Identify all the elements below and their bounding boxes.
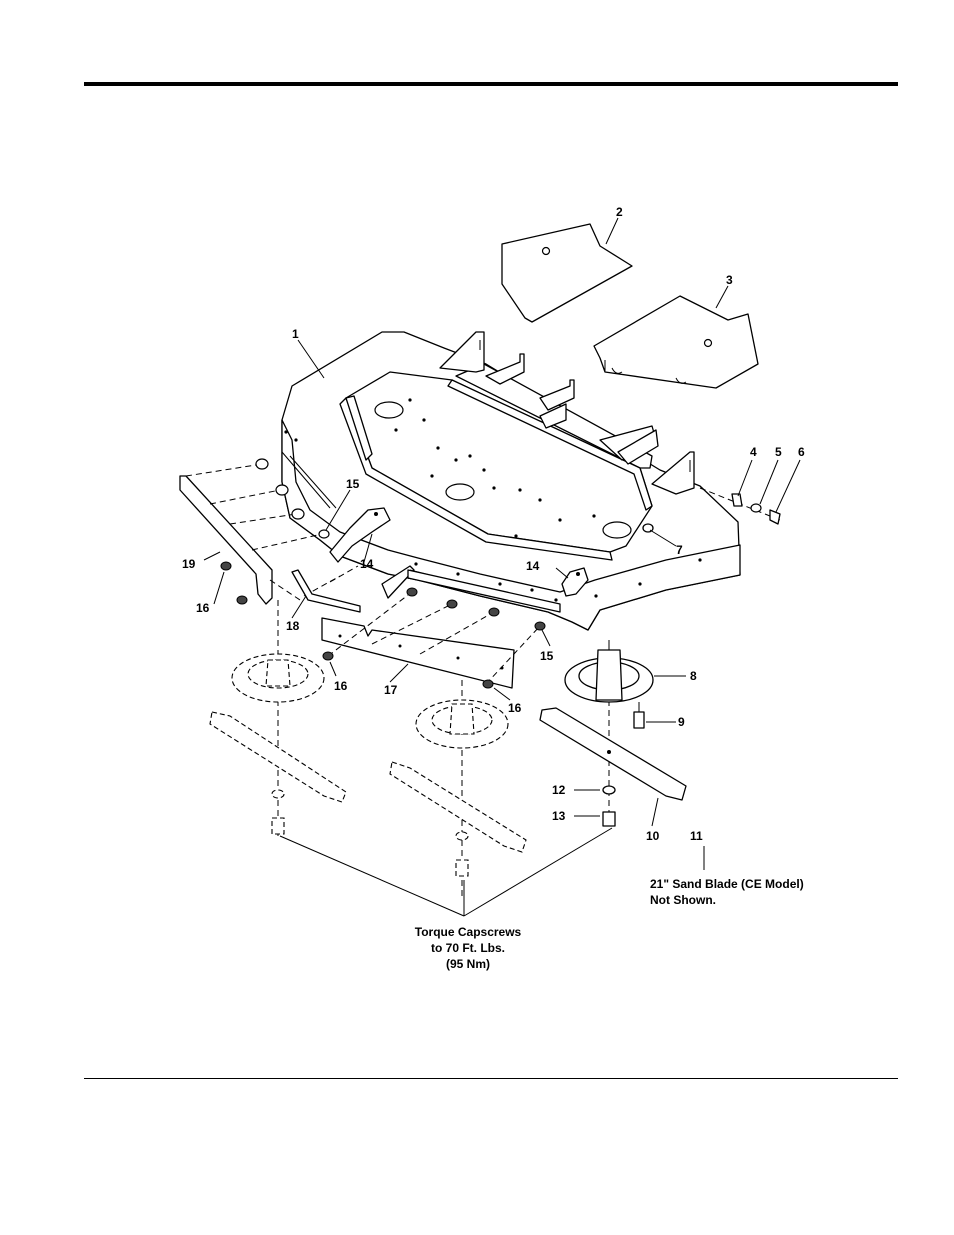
callout-4: 4 [750,445,757,459]
spindle-center-ghost [390,680,526,900]
callout-15-right: 15 [540,649,554,663]
callout-7: 7 [676,543,683,557]
callout-1: 1 [292,327,299,341]
callout-17: 17 [384,683,398,697]
callout-13: 13 [552,809,566,823]
callout-12: 12 [552,783,566,797]
part-9-bolt [634,702,644,728]
part-2-cover-left [502,224,632,322]
callout-16-left: 16 [196,601,210,615]
torque-note-line2: to 70 Ft. Lbs. [431,941,505,955]
notes: 21" Sand Blade (CE Model) Not Shown. Tor… [415,877,804,971]
callout-14-left: 14 [360,557,374,571]
callout-3: 3 [726,273,733,287]
callout-2: 2 [616,205,623,219]
callout-9: 9 [678,715,685,729]
sand-blade-note-line2: Not Shown. [650,893,716,907]
torque-note-line3: (95 Nm) [446,957,490,971]
callout-6: 6 [798,445,805,459]
torque-note-line1: Torque Capscrews [415,925,522,939]
sand-blade-note-line1: 21" Sand Blade (CE Model) [650,877,804,891]
callout-16-right: 16 [508,701,522,715]
callout-11: 11 [690,829,703,843]
part-3-cover-right [594,296,758,388]
callout-18: 18 [286,619,300,633]
callout-8: 8 [690,669,697,683]
callout-14-right: 14 [526,559,540,573]
callout-19: 19 [182,557,196,571]
callout-15-top: 15 [346,477,360,491]
callout-10: 10 [646,829,660,843]
callout-5: 5 [775,445,782,459]
callout-16-mid: 16 [334,679,348,693]
